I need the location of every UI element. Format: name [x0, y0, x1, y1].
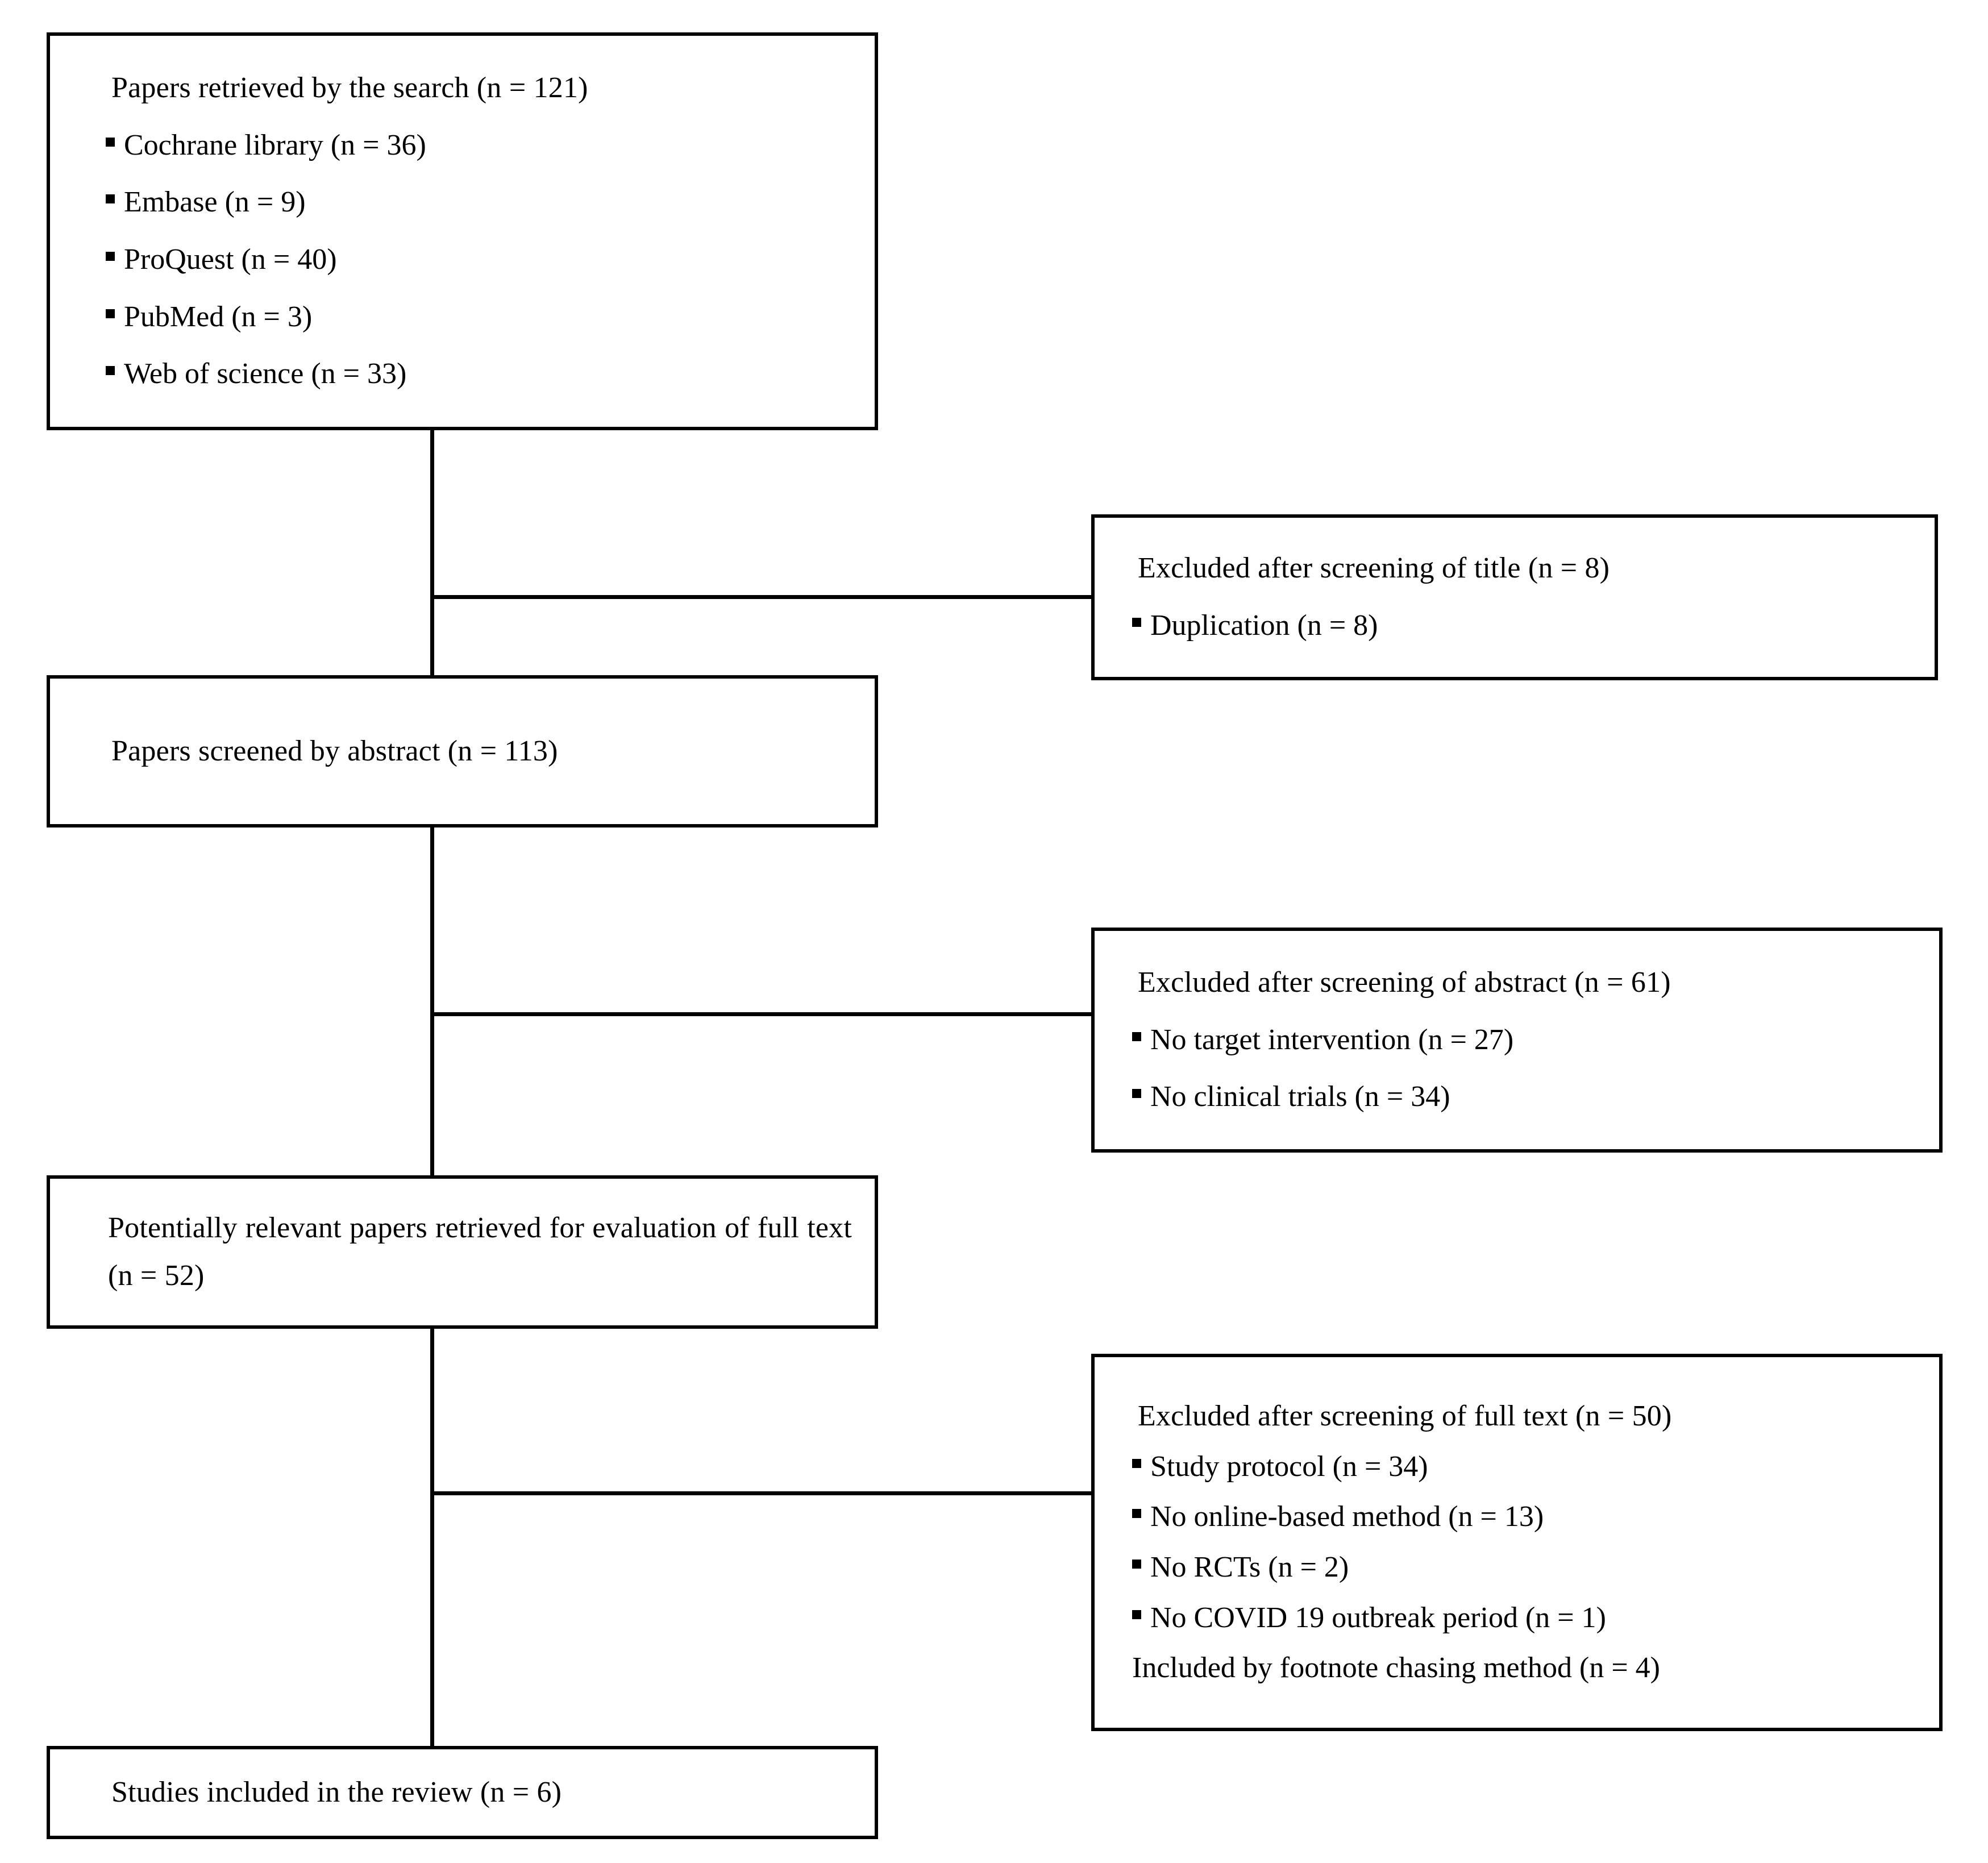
box-papers-retrieved-content: Papers retrieved by the search (n = 121)…	[50, 36, 875, 427]
list-item: No RCTs (n = 2)	[1106, 1552, 1916, 1583]
list-item: ProQuest (n = 40)	[80, 244, 849, 276]
list-item-label: ProQuest (n = 40)	[124, 243, 337, 276]
list-item: No clinical trials (n = 34)	[1106, 1082, 1916, 1113]
connector-vertical-fulltext-to-included	[430, 1329, 434, 1746]
list-item: PubMed (n = 3)	[80, 300, 849, 333]
square-bullet-icon	[1132, 1089, 1141, 1099]
list-item-label: No clinical trials (n = 34)	[1150, 1080, 1450, 1113]
box-excluded-after-abstract-screening: Excluded after screening of abstract (n …	[1091, 928, 1943, 1153]
list-item-label: Duplication (n = 8)	[1150, 609, 1378, 642]
box-excluded-after-title-screening-content: Excluded after screening of title (n = 8…	[1095, 518, 1935, 677]
connector-vertical-abstract-to-fulltext	[430, 827, 434, 1176]
box-papers-screened-by-abstract: Papers screened by abstract (n = 113)	[47, 675, 878, 827]
connector-horizontal-to-excluded-abstract	[430, 1012, 1093, 1016]
connector-vertical-search-to-abstract	[430, 430, 434, 676]
connector-horizontal-to-excluded-title	[430, 595, 1093, 599]
box-excluded-after-full-text-screening-heading: Excluded after screening of full text (n…	[1138, 1400, 1672, 1433]
list-item-label: No RCTs (n = 2)	[1150, 1551, 1349, 1583]
square-bullet-icon	[1132, 1509, 1141, 1519]
list-item-label: No online-based method (n = 13)	[1150, 1500, 1544, 1533]
square-bullet-icon	[1132, 618, 1141, 627]
box-papers-retrieved: Papers retrieved by the search (n = 121)…	[47, 32, 878, 430]
box-excluded-after-abstract-screening-content: Excluded after screening of abstract (n …	[1095, 931, 1939, 1149]
included-by-footnote-chasing-note: Included by footnote chasing method (n =…	[1132, 1652, 1660, 1685]
list-item: Embase (n = 9)	[80, 187, 849, 218]
list-item-label: Study protocol (n = 34)	[1150, 1450, 1428, 1483]
box-studies-included-in-review-heading: Studies included in the review (n = 6)	[111, 1775, 562, 1808]
square-bullet-icon	[1132, 1560, 1141, 1569]
list-item-label: No target intervention (n = 27)	[1150, 1023, 1514, 1056]
box-excluded-after-full-text-screening: Excluded after screening of full text (n…	[1091, 1354, 1943, 1731]
list-item-label: PubMed (n = 3)	[124, 300, 313, 333]
box-excluded-after-title-screening: Excluded after screening of title (n = 8…	[1091, 514, 1938, 680]
list-item-label: Web of science (n = 33)	[124, 357, 407, 390]
box-papers-screened-by-abstract-content: Papers screened by abstract (n = 113)	[50, 679, 875, 824]
square-bullet-icon	[106, 366, 115, 376]
list-item: No online-based method (n = 13)	[1106, 1502, 1916, 1533]
box-excluded-after-title-screening-heading: Excluded after screening of title (n = 8…	[1138, 552, 1610, 585]
list-item: Web of science (n = 33)	[80, 359, 849, 390]
square-bullet-icon	[106, 309, 115, 318]
list-item: Study protocol (n = 34)	[1106, 1450, 1916, 1483]
box-papers-retrieved-heading: Papers retrieved by the search (n = 121)	[111, 72, 588, 105]
box-excluded-after-full-text-screening-content: Excluded after screening of full text (n…	[1095, 1357, 1939, 1728]
square-bullet-icon	[1132, 1458, 1141, 1468]
box-potentially-relevant-full-text-content: Potentially relevant papers retrieved fo…	[50, 1179, 875, 1325]
list-item: Duplication (n = 8)	[1106, 610, 1912, 642]
box-potentially-relevant-full-text-heading: Potentially relevant papers retrieved fo…	[108, 1211, 852, 1292]
box-studies-included-in-review-content: Studies included in the review (n = 6)	[50, 1749, 875, 1836]
connector-horizontal-to-excluded-fulltext	[430, 1491, 1093, 1495]
box-studies-included-in-review: Studies included in the review (n = 6)	[47, 1746, 878, 1839]
square-bullet-icon	[106, 252, 115, 261]
square-bullet-icon	[1132, 1610, 1141, 1619]
list-item-label: No COVID 19 outbreak period (n = 1)	[1150, 1601, 1606, 1634]
square-bullet-icon	[106, 137, 115, 147]
square-bullet-icon	[1132, 1032, 1141, 1041]
list-item-label: Embase (n = 9)	[124, 186, 306, 219]
list-item: No target intervention (n = 27)	[1106, 1023, 1916, 1056]
square-bullet-icon	[106, 194, 115, 204]
box-excluded-after-abstract-screening-heading: Excluded after screening of abstract (n …	[1138, 966, 1671, 999]
list-item-label: Cochrane library (n = 36)	[124, 128, 426, 161]
box-potentially-relevant-full-text: Potentially relevant papers retrieved fo…	[47, 1175, 878, 1329]
list-item: No COVID 19 outbreak period (n = 1)	[1106, 1601, 1916, 1634]
list-item: Cochrane library (n = 36)	[80, 130, 849, 161]
box-papers-screened-by-abstract-heading: Papers screened by abstract (n = 113)	[111, 734, 558, 767]
